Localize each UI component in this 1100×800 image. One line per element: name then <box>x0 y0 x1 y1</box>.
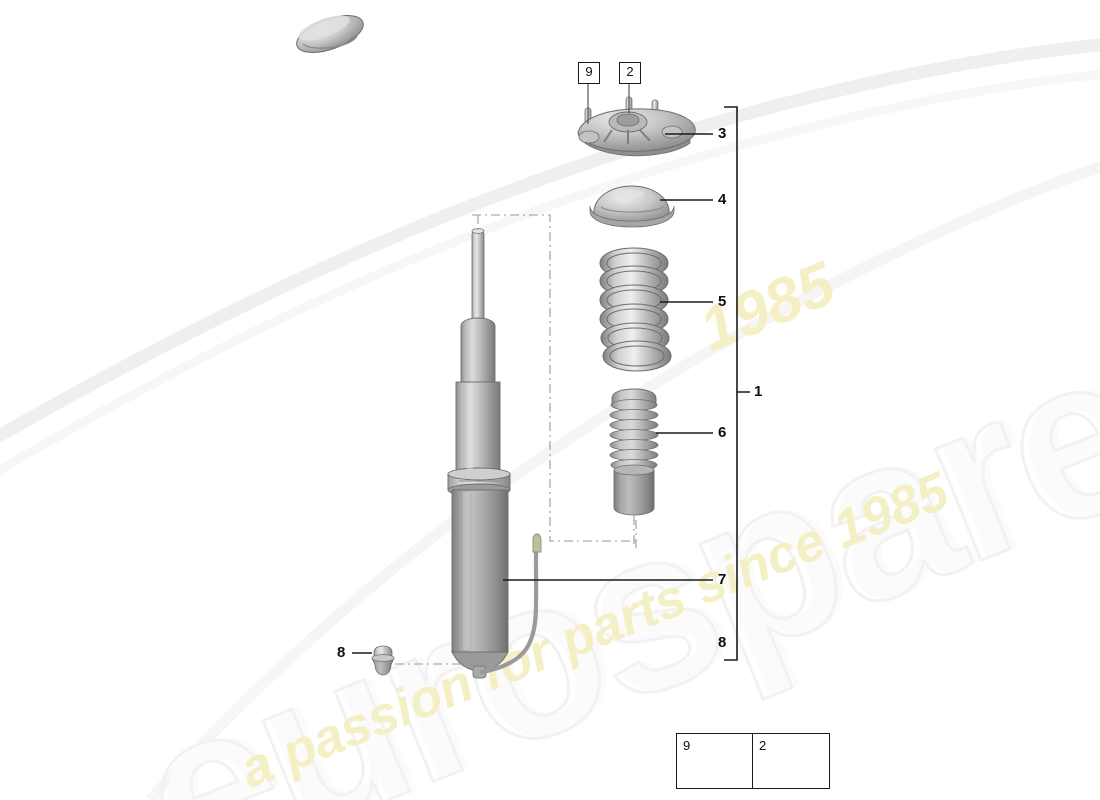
legend-box-2[interactable]: 2 <box>752 733 830 789</box>
callout-label-8-left: 8 <box>337 644 346 661</box>
callout-label-3: 3 <box>718 125 727 142</box>
callout-label-1: 1 <box>754 383 763 400</box>
alignment-frame <box>395 214 637 665</box>
callout-label-6: 6 <box>718 424 727 441</box>
oval-clip-part <box>296 15 364 53</box>
shock-absorber-part <box>447 228 511 679</box>
boxed-callout-9[interactable]: 9 <box>578 62 600 84</box>
legend-box-9[interactable]: 9 <box>676 733 754 789</box>
callout-label-8-right: 8 <box>718 634 727 651</box>
boxed-callout-2[interactable]: 2 <box>619 62 641 84</box>
legend-label-2: 2 <box>759 738 767 753</box>
callout-label-5: 5 <box>718 293 727 310</box>
spring-pad-part <box>589 185 675 228</box>
strut-mount-part <box>577 96 696 157</box>
boxed-callout-leaders <box>587 83 630 124</box>
watermark-brand-fill: eurospares <box>113 252 1100 800</box>
legend-label-9: 9 <box>683 738 691 753</box>
callout-label-7: 7 <box>718 571 727 588</box>
coil-spring-part <box>599 247 672 372</box>
valve-fitting-part <box>371 645 395 676</box>
level-sensor-cable <box>479 533 542 675</box>
watermark-tagline: a passion for parts since 1985 <box>232 461 957 800</box>
dust-boot-part <box>609 388 659 516</box>
watermark-brand-outline: eurospares <box>105 253 1100 800</box>
watermark-year: 1985 <box>690 249 845 365</box>
callout-label-4: 4 <box>718 191 727 208</box>
